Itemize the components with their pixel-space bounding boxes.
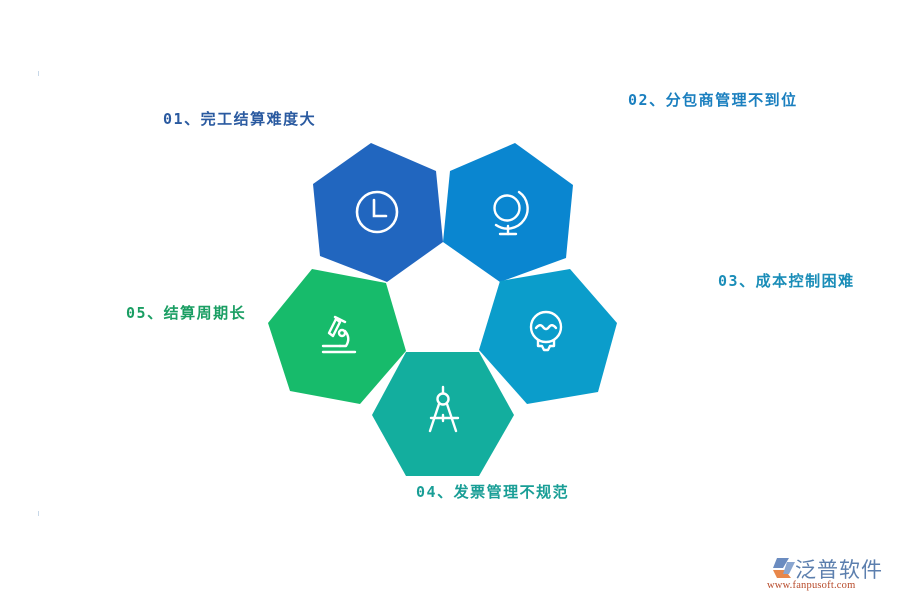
logo-mark-icon [773, 558, 795, 578]
hexagon-03 [479, 269, 617, 404]
brand-logo: 泛普软件 www.fanpusoft.com [767, 554, 892, 594]
logo-url: www.fanpusoft.com [767, 580, 856, 591]
hexagon-04 [372, 352, 514, 476]
label-01: 01、完工结算难度大 [163, 110, 317, 128]
edge-mark [38, 71, 39, 76]
label-03: 03、成本控制困难 [718, 272, 855, 290]
logo-name: 泛普软件 [795, 558, 883, 582]
clock-icon [355, 190, 399, 234]
hexagon-01 [313, 143, 443, 282]
hexagon-05 [268, 269, 406, 404]
label-02: 02、分包商管理不到位 [628, 91, 798, 109]
label-04: 04、发票管理不规范 [416, 483, 570, 501]
lightbulb-icon [529, 310, 563, 352]
edge-mark [38, 511, 39, 516]
compass-icon [428, 385, 460, 433]
globe-icon [493, 190, 529, 236]
label-05: 05、结算周期长 [126, 304, 247, 322]
hexagon-02 [443, 143, 573, 282]
microscope-icon [321, 315, 357, 354]
